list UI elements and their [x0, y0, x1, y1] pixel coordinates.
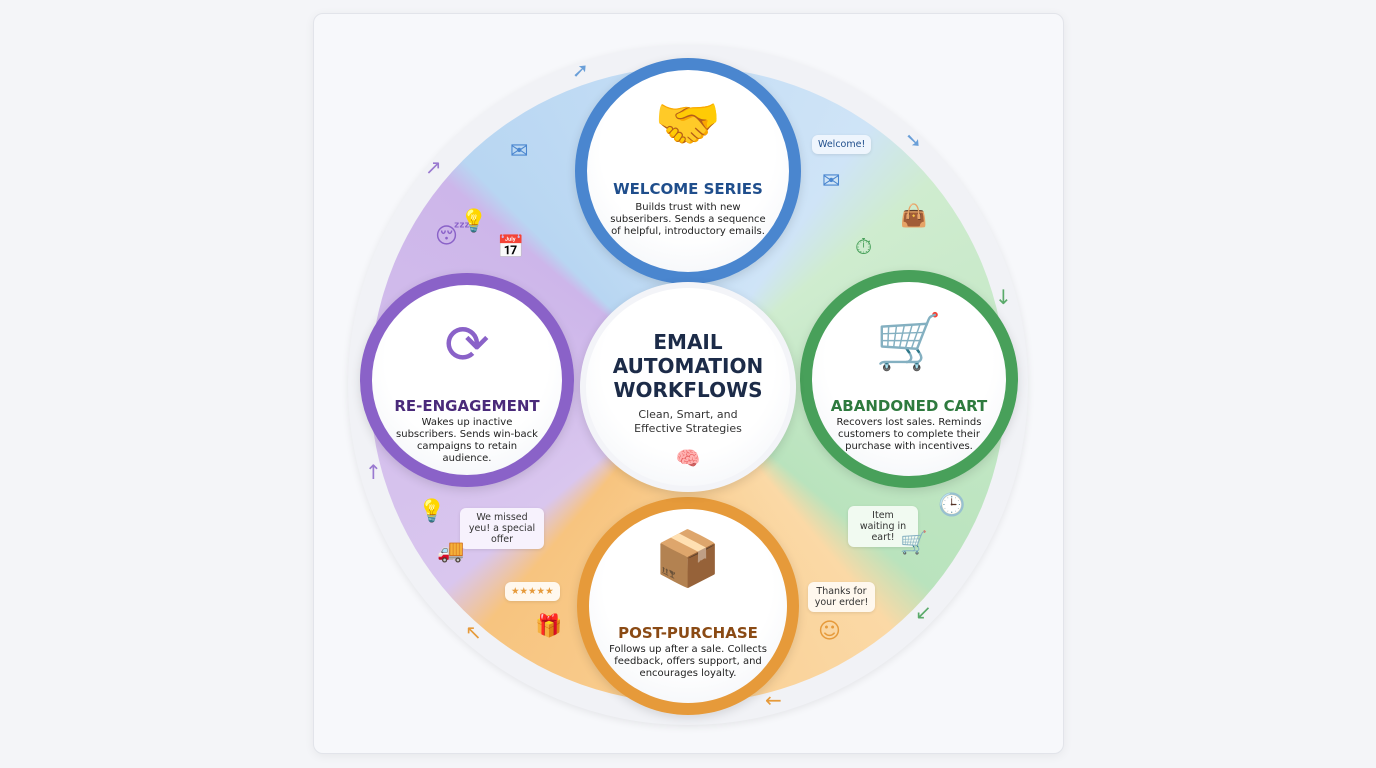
cycle-arrow-icon: ←	[765, 688, 782, 712]
re-engagement-title: RE-ENGAGEMENT	[394, 397, 540, 415]
cycle-arrow-icon: ↓	[995, 285, 1012, 309]
calendar-icon: 📅	[497, 235, 525, 260]
cart-bubble: Item waiting in eart!	[848, 506, 918, 547]
cycle-arrow-icon: ↖	[465, 620, 482, 644]
post-purchase-node: 📦 POST-PURCHASE Follows up after a sale.…	[577, 497, 799, 715]
welcome-description: Builds trust with new subseribers. Sends…	[610, 202, 766, 237]
center-subtitle-line: Effective Strategies	[634, 422, 742, 435]
center-title-line: EMAIL	[653, 330, 723, 354]
post-purchase-description: Follows up after a sale. Collects feedba…	[609, 644, 767, 679]
thanks-bubble: Thanks for your erder!	[808, 582, 875, 612]
cart-question-icon: 🛒	[900, 531, 928, 556]
welcome-series-node: 🤝 WELCOME SERIES Builds trust with new s…	[575, 58, 801, 284]
missed-you-bubble: We missed yeu! a special offer	[460, 508, 544, 549]
smiley-icon: ☺	[818, 619, 841, 644]
envelope-heart-icon: ✉	[510, 139, 529, 164]
welcome-title: WELCOME SERIES	[613, 180, 763, 198]
cycle-arrow-icon: ➘	[905, 128, 922, 152]
center-title-line: WORKFLOWS	[613, 378, 763, 402]
brain-icon: 🧠	[675, 446, 701, 470]
gift-icon: 🎁	[535, 614, 563, 639]
rating-stars-bubble: ★★★★★	[505, 582, 560, 601]
cycle-arrow-icon: ↗	[425, 155, 442, 179]
delivery-truck-icon: 🚚	[437, 539, 465, 564]
refresh-clock-icon: ⟳	[444, 313, 490, 376]
handshake-icon: 🤝	[654, 92, 722, 155]
abandoned-cart-node: 🛒 ABANDONED CART Recovers lost sales. Re…	[800, 270, 1018, 488]
package-delivery-icon: 📦	[654, 527, 722, 590]
re-engagement-description: Wakes up inactive subscribers. Sends win…	[396, 417, 538, 464]
re-engagement-node: ⟳ RE-ENGAGEMENT Wakes up inactive subscr…	[360, 273, 574, 487]
shopping-bag-icon: 👜	[900, 204, 928, 229]
lightbulb-icon: 💡	[460, 209, 488, 234]
clock-icon: 🕒	[938, 493, 966, 518]
center-title-line: AUTOMATION	[612, 354, 764, 378]
cycle-arrow-icon: ↑	[365, 460, 382, 484]
post-purchase-title: POST-PURCHASE	[618, 624, 758, 642]
welcome-bubble: Welcome!	[812, 135, 872, 154]
center-node: EMAIL AUTOMATION WORKFLOWS Clean, Smart,…	[580, 282, 796, 492]
abandoned-cart-description: Recovers lost sales. Reminds customers t…	[836, 417, 982, 452]
envelope-heart-icon: ✉	[822, 169, 841, 194]
lightbulb-icon: 💡	[418, 499, 446, 524]
cycle-arrow-icon: ➚	[572, 58, 589, 82]
shopping-cart-icon: 🛒	[875, 310, 943, 373]
sleeping-face-icon: 😴	[435, 224, 471, 249]
abandoned-cart-title: ABANDONED CART	[830, 397, 988, 415]
stopwatch-icon: ⏱	[855, 235, 873, 260]
cycle-arrow-icon: ↙	[915, 600, 932, 624]
center-subtitle-line: Clean, Smart, and	[638, 408, 738, 421]
